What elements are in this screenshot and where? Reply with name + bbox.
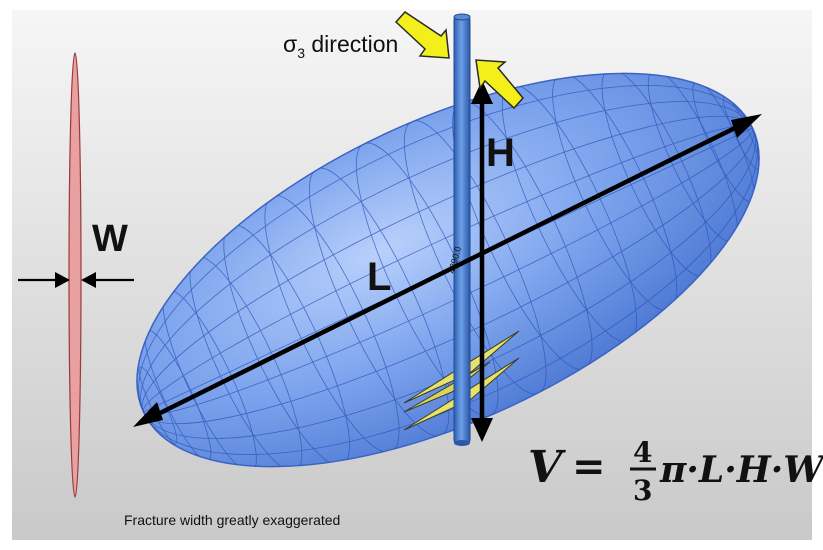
sigma3-direction-label: σ3 direction <box>283 31 398 61</box>
formula-equals: = <box>572 443 606 490</box>
sigma-direction-word: direction <box>305 31 398 57</box>
width-label: W <box>92 218 128 260</box>
wellbore <box>453 13 471 446</box>
length-label: L <box>367 255 391 299</box>
formula-denominator: 3 <box>633 474 652 507</box>
formula-rhs: π·L·H·W <box>659 449 823 491</box>
caption-text: Fracture width greatly exaggerated <box>124 512 340 528</box>
width-fracture-profile <box>68 52 82 498</box>
formula-lhs: V <box>528 442 566 493</box>
sigma-symbol: σ <box>283 31 297 57</box>
width-arrows <box>18 272 134 288</box>
sigma3-arrows <box>394 11 524 110</box>
sigma-subscript: 3 <box>297 45 305 61</box>
height-label: H <box>486 131 515 175</box>
length-arrow <box>133 114 762 427</box>
height-arrow <box>471 80 493 442</box>
volume-formula: V = 4 3 π·L·H·W <box>528 436 823 507</box>
formula-numerator: 4 <box>633 436 652 469</box>
